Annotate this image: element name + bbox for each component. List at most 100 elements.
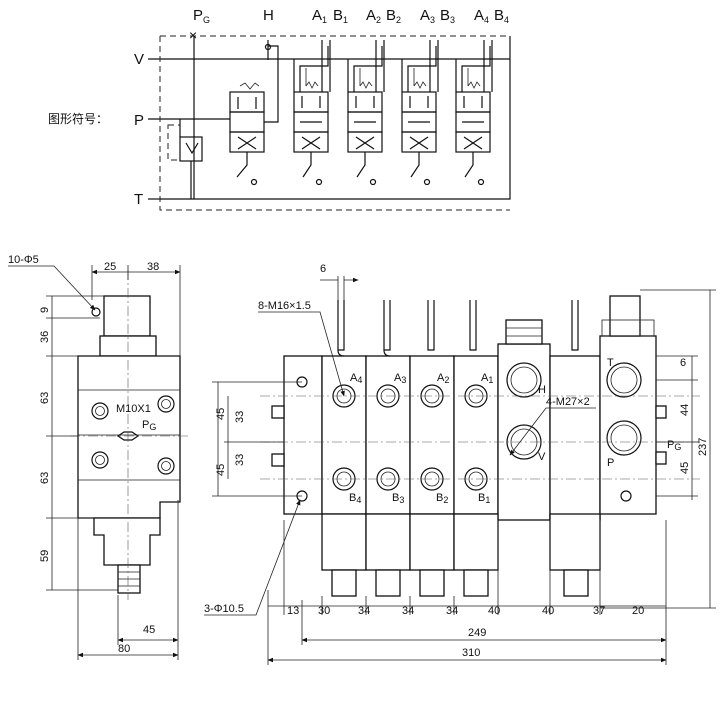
port-label-a1: A1	[312, 7, 327, 25]
section-4-rect	[455, 91, 491, 113]
valve-section-4	[455, 40, 493, 186]
section-2-rect	[347, 131, 383, 153]
front-dim-6-top: 6	[320, 263, 326, 275]
front-view: A4 A3 A2 A1 B4 B3 B2 B1 H V T P PG 8-M16…	[204, 263, 716, 665]
section-1-path	[305, 81, 319, 89]
front-dim-237: 237	[697, 438, 709, 456]
side-dim-25: 25	[104, 261, 116, 273]
callout-m27: 4-M27×2	[546, 396, 590, 408]
front-b2: B2	[436, 492, 448, 505]
section-2-path	[356, 152, 366, 178]
front-dim-33a: 33	[234, 411, 246, 423]
front-b3: B3	[392, 492, 404, 505]
port-label-pg: PG	[193, 7, 210, 25]
valve-section-1	[293, 40, 331, 186]
section-2-rect	[347, 91, 383, 113]
side-dim-63b: 63	[39, 472, 51, 484]
side-dim-59: 59	[39, 550, 51, 562]
side-callout-m10: M10X1	[116, 403, 151, 415]
section-1-path	[302, 152, 312, 178]
section-1-path	[301, 136, 321, 150]
front-dim-44: 44	[679, 404, 691, 416]
section-2-path	[359, 81, 373, 89]
section-4-path	[463, 136, 483, 150]
section-2-path	[353, 46, 383, 92]
front-b4: B4	[349, 492, 361, 505]
side-port-pg: PG	[142, 419, 156, 432]
valve-section-2	[347, 40, 385, 186]
hydraulic-schematic: PG H A1 B1 A2 B2 A3 B3 A4 B4 V P T 图形符号：…	[48, 7, 511, 211]
side-view: 10-Φ5 M10X1 PG 25 38 9 36 63 63 59 45 80	[8, 254, 190, 660]
front-dim-34c: 34	[446, 605, 458, 617]
section-1-rect	[293, 91, 329, 113]
section-3-path	[410, 152, 420, 178]
front-port-v: V	[538, 451, 546, 463]
front-dim-45a: 45	[215, 408, 227, 420]
section-3-path	[413, 81, 427, 89]
side-dim-80: 80	[118, 643, 130, 655]
schematic-t-label: T	[134, 191, 143, 208]
schematic-v-label: V	[134, 51, 144, 68]
callout-m16: 8-M16×1.5	[258, 300, 311, 312]
section-4-path	[461, 46, 491, 92]
callout-phi105: 3-Φ10.5	[204, 603, 244, 615]
front-port-pg: PG	[667, 439, 681, 452]
section-1-path	[301, 96, 321, 108]
front-dim-310: 310	[462, 647, 480, 659]
front-port-t: T	[607, 357, 614, 369]
front-dim-34a: 34	[358, 605, 370, 617]
section-4-path	[463, 96, 483, 108]
front-a1: A1	[481, 372, 493, 385]
section-4-path	[464, 152, 474, 178]
section-2-path	[375, 40, 385, 92]
section-4-path	[467, 81, 481, 89]
section-1-path	[299, 46, 329, 92]
side-dim-45: 45	[143, 624, 155, 636]
section-3-path	[429, 40, 439, 92]
section-1-rect	[293, 131, 329, 153]
section-4-path	[483, 40, 493, 92]
side-dim-9: 9	[39, 307, 51, 313]
port-label-b4: B4	[494, 7, 509, 25]
front-dim-249: 249	[468, 627, 486, 639]
valve-section-3	[401, 40, 439, 186]
port-label-b3: B3	[440, 7, 455, 25]
symbol-caption: 图形符号：	[48, 111, 108, 126]
front-port-h: H	[538, 384, 546, 396]
section-3-rect	[401, 91, 437, 113]
port-label-b1: B1	[333, 7, 348, 25]
front-a3: A3	[394, 372, 406, 385]
front-dim-6-right: 6	[680, 357, 686, 369]
front-dim-40b: 40	[542, 605, 554, 617]
front-dim-37: 37	[593, 605, 605, 617]
front-a2: A2	[437, 372, 449, 385]
front-a4: A4	[350, 372, 362, 385]
front-port-p: P	[607, 457, 614, 469]
section-2-path	[355, 96, 375, 108]
section-1-path	[321, 40, 331, 92]
front-dim-33b: 33	[234, 454, 246, 466]
section-3-rect	[401, 131, 437, 153]
callout-holes-10: 10-Φ5	[8, 254, 39, 266]
port-label-a2: A2	[366, 7, 381, 25]
schematic-p-label: P	[134, 112, 144, 129]
section-4-circle	[477, 178, 485, 186]
front-dim-13: 13	[287, 605, 299, 617]
port-label-a4: A4	[474, 7, 489, 25]
section-3-path	[409, 96, 429, 108]
section-3-path	[407, 46, 437, 92]
front-dim-34b: 34	[402, 605, 414, 617]
section-3-path	[409, 136, 429, 150]
section-3-circle	[423, 178, 431, 186]
front-dim-30: 30	[318, 605, 330, 617]
side-dim-36: 36	[39, 331, 51, 343]
section-1-circle	[315, 178, 323, 186]
front-dim-40a: 40	[488, 605, 500, 617]
front-dim-45b: 45	[215, 464, 227, 476]
side-dim-38: 38	[147, 261, 159, 273]
port-label-a3: A3	[420, 7, 435, 25]
port-label-h: H	[263, 7, 274, 24]
section-4-rect	[455, 131, 491, 153]
section-2-path	[355, 136, 375, 150]
